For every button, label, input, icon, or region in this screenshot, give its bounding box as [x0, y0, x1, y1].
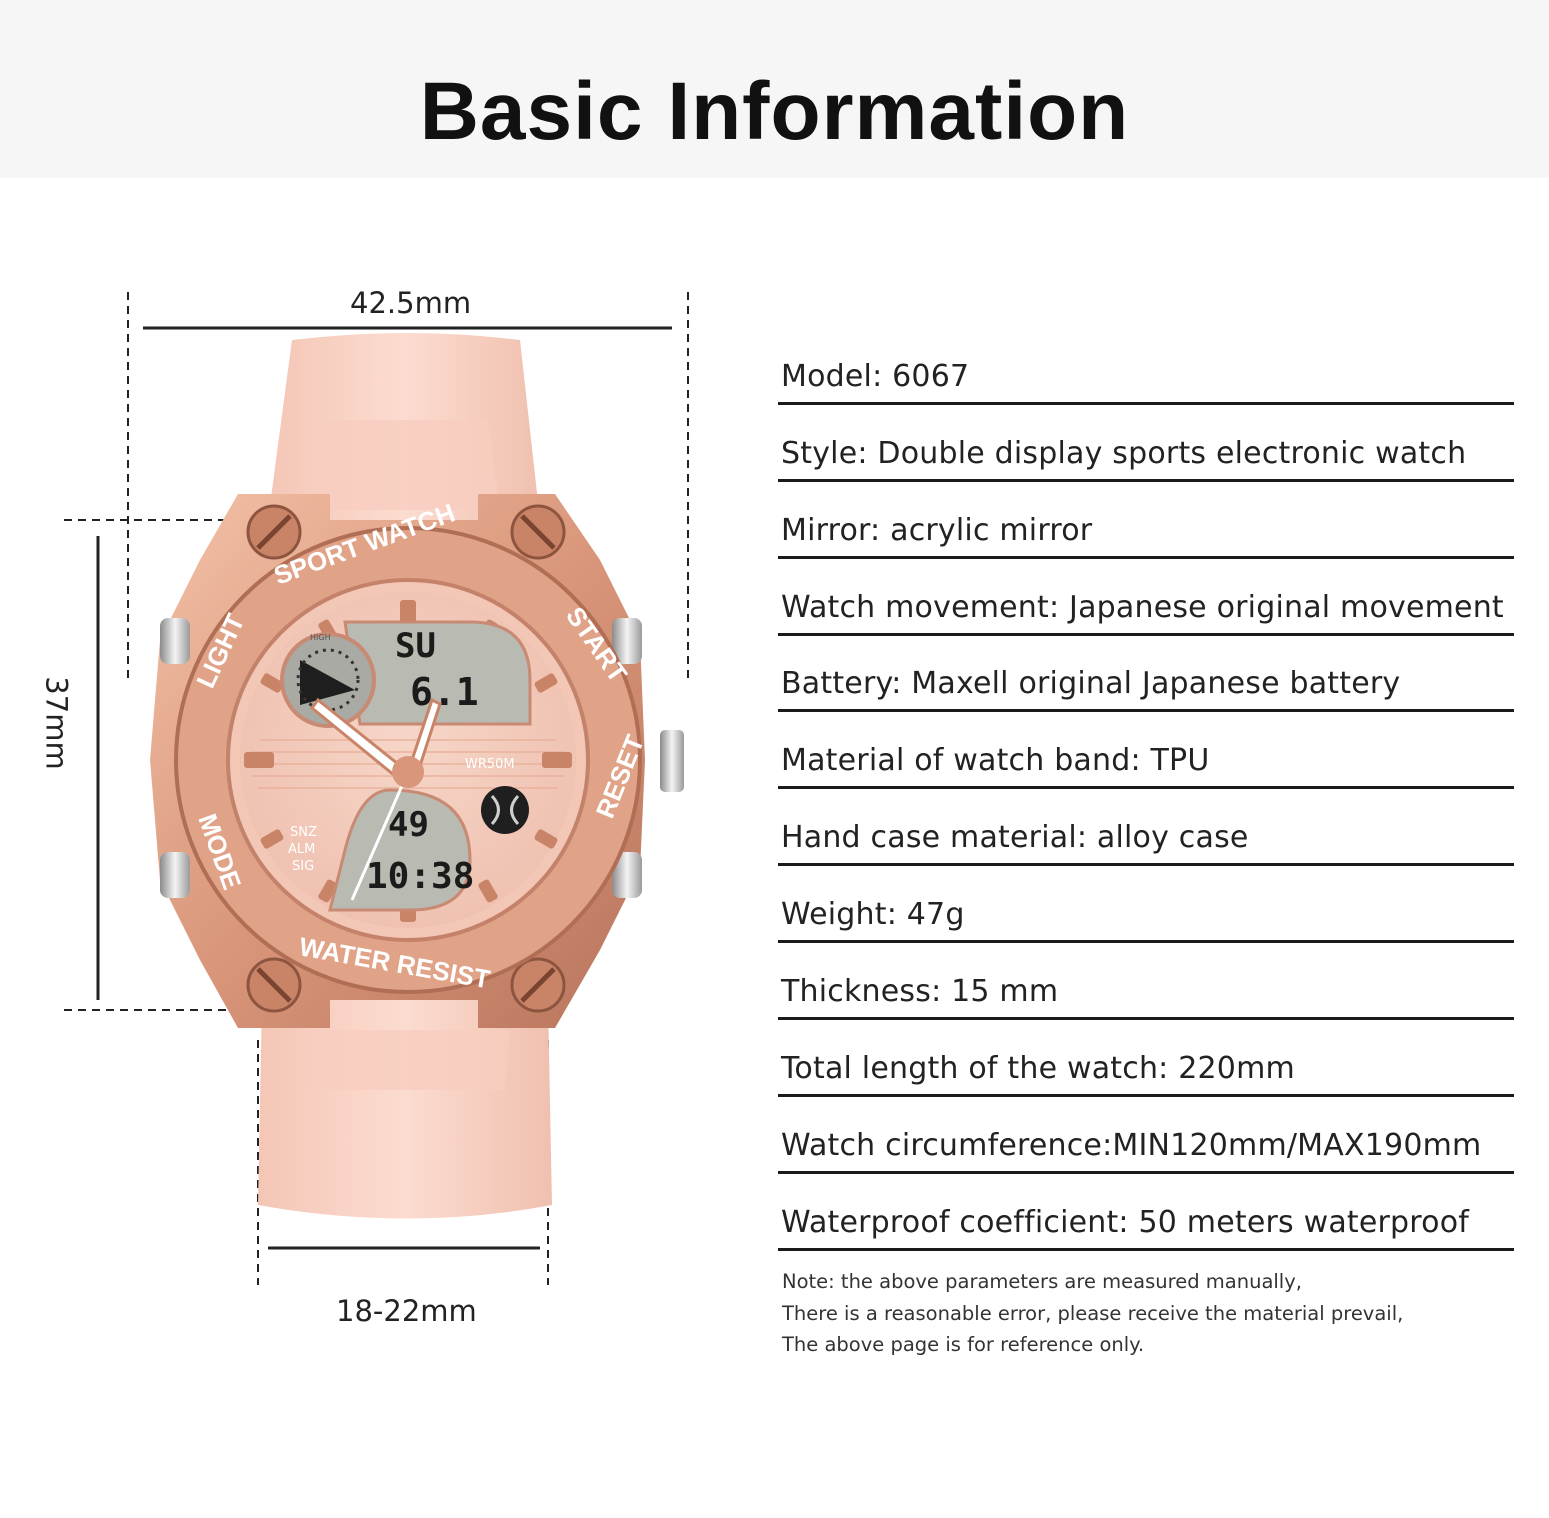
spec-row-thickness: Thickness: 15 mm: [778, 943, 1514, 1021]
spec-row-waterproof: Waterproof coefficient: 50 meters waterp…: [778, 1174, 1514, 1251]
gauge-high-label: HIGH: [310, 633, 331, 642]
spec-row-battery: Battery: Maxell original Japanese batter…: [778, 636, 1514, 713]
header-banner: [0, 0, 1549, 178]
screw-icons: [246, 504, 566, 1013]
lcd-bottom-seconds: 49: [388, 805, 429, 845]
watch-hands: [309, 697, 442, 901]
lcd-top-date: 6.1: [410, 670, 479, 714]
spec-row-total-length: Total length of the watch: 220mm: [778, 1020, 1514, 1097]
watch-illustration-area: SU 6.1 HIGH 49 10:38 SNZ ALM SIG WR50M S…: [0, 178, 760, 1518]
lcd-bottom: [328, 788, 472, 912]
spec-row-case-material: Hand case material: alloy case: [778, 789, 1514, 867]
lcd-top-day: SU: [395, 626, 436, 666]
note-line: There is a reasonable error, please rece…: [782, 1301, 1404, 1325]
band-dimension-label: 18-22mm: [336, 1294, 477, 1328]
wr50m-label: WR50M: [465, 757, 515, 772]
spec-text: Hand case material: alloy case: [781, 820, 1249, 856]
sig-label: SIG: [292, 859, 314, 874]
brand-logo-icon: [481, 786, 529, 834]
note-line: The above page is for reference only.: [782, 1333, 1145, 1356]
spec-list: Model: 6067 Style: Double display sports…: [778, 328, 1514, 1251]
spec-row-style: Style: Double display sports electronic …: [778, 405, 1514, 482]
lcd-top: [343, 620, 532, 726]
spec-text: Total length of the watch: 220mm: [781, 1050, 1295, 1086]
spec-row-movement: Watch movement: Japanese original moveme…: [778, 559, 1514, 636]
dimension-lines: [64, 292, 689, 1285]
page-title: Basic Information: [419, 66, 1130, 157]
watch-illustration: SU 6.1 HIGH 49 10:38 SNZ ALM SIG WR50M S…: [64, 292, 689, 1285]
spec-text: Weight: 47g: [781, 897, 965, 933]
spec-text: Style: Double display sports electronic …: [781, 435, 1467, 471]
snz-label: SNZ: [290, 825, 317, 840]
lcd-bottom-time: 10:38: [366, 856, 474, 897]
spec-row-model: Model: 6067: [778, 328, 1514, 405]
spec-text: Thickness: 15 mm: [781, 974, 1059, 1010]
alm-label: ALM: [288, 842, 315, 857]
spec-row-mirror: Mirror: acrylic mirror: [778, 482, 1514, 559]
side-buttons: [160, 618, 684, 898]
spec-row-band-material: Material of watch band: TPU: [778, 712, 1514, 790]
spec-text: Mirror: acrylic mirror: [781, 512, 1093, 548]
spec-text: Waterproof coefficient: 50 meters waterp…: [781, 1204, 1470, 1240]
spec-text: Model: 6067: [781, 358, 970, 394]
spec-text: Material of watch band: TPU: [781, 743, 1210, 779]
disclaimer-note: Note: the above parameters are measured …: [782, 1266, 1522, 1361]
height-dimension-label: 37mm: [39, 676, 74, 770]
spec-row-circumference: Watch circumference:MIN120mm/MAX190mm: [778, 1097, 1514, 1174]
width-dimension-label: 42.5mm: [350, 286, 472, 320]
spec-text: Watch circumference:MIN120mm/MAX190mm: [781, 1127, 1482, 1163]
spec-row-weight: Weight: 47g: [778, 866, 1514, 944]
spec-text: Battery: Maxell original Japanese batter…: [781, 666, 1401, 702]
spec-text: Watch movement: Japanese original moveme…: [781, 589, 1504, 625]
note-line: Note: the above parameters are measured …: [782, 1270, 1302, 1293]
